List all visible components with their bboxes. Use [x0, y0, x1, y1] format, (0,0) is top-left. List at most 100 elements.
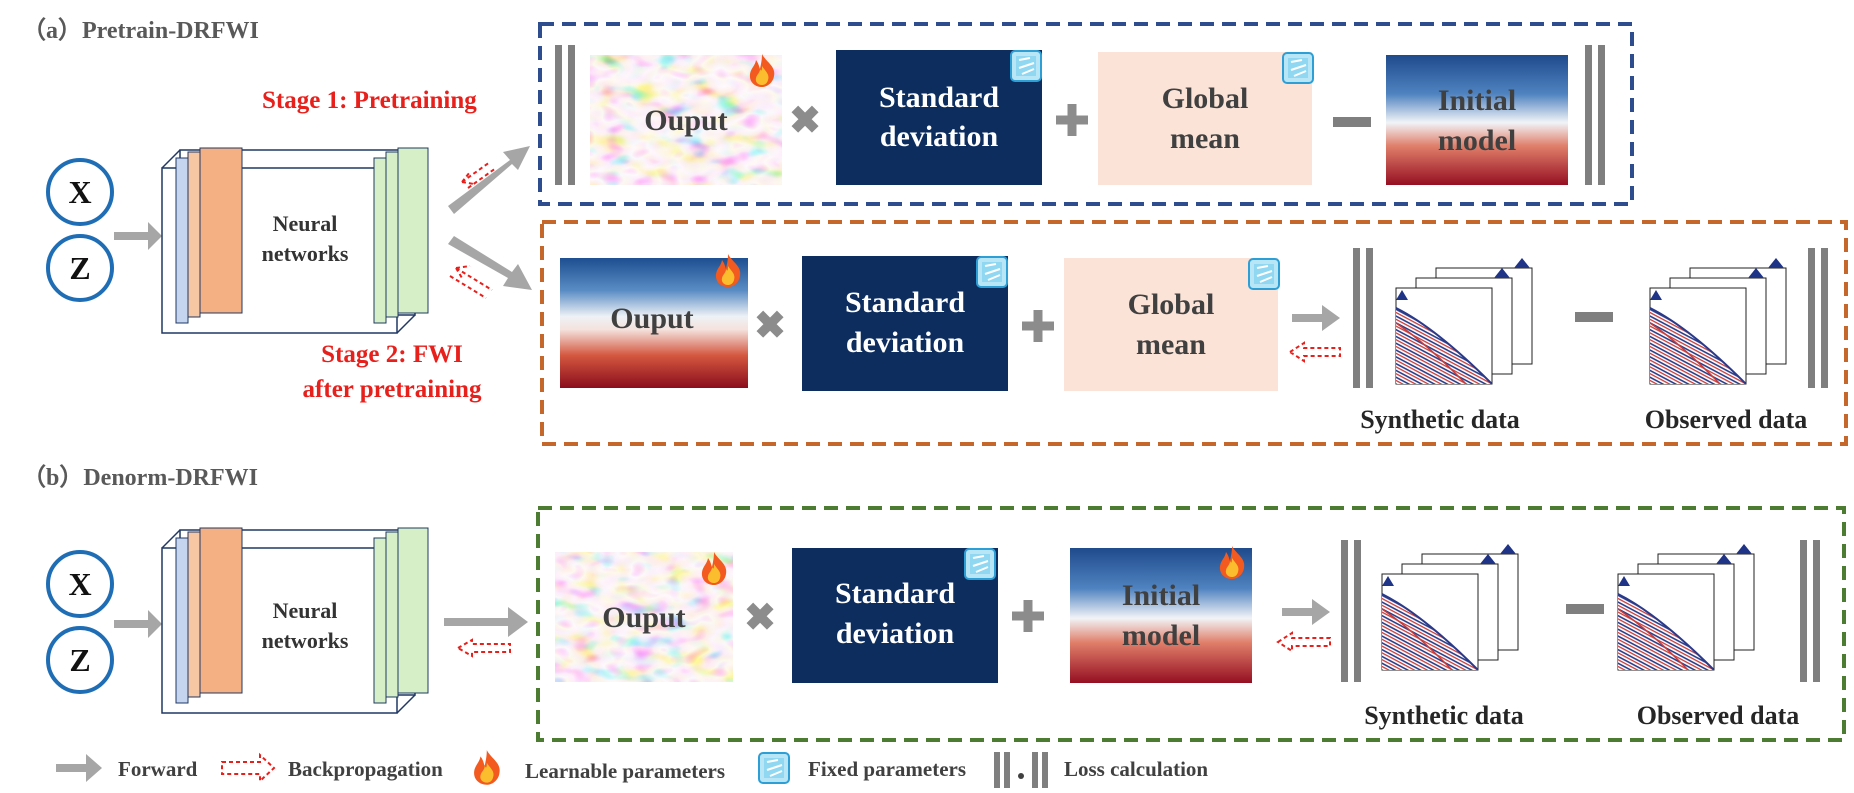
input-z: Z: [46, 234, 114, 302]
stage2-box: [540, 220, 1848, 446]
std-label-1: Standard: [879, 81, 999, 114]
minus-icon: [1575, 312, 1613, 322]
network-label-2: networks: [262, 241, 349, 266]
neural-network-a: Neural networks: [161, 147, 429, 334]
input-x: X: [46, 550, 114, 618]
minus-icon: [1333, 117, 1371, 127]
synthetic-label: Synthetic data: [1364, 701, 1524, 730]
input-z-label: Z: [69, 642, 90, 678]
std-label-2: deviation: [880, 120, 999, 153]
std-label-2: deviation: [846, 326, 965, 359]
legend-loss-dot: [1018, 773, 1024, 779]
stage2-label-1: Stage 2: FWI: [321, 341, 463, 368]
mean-label-1: Global: [1162, 82, 1249, 115]
legend-fixed-label: Fixed parameters: [808, 757, 966, 781]
legend-learnable-label: Learnable parameters: [525, 759, 725, 783]
loss-bar: [1354, 540, 1361, 682]
backprop-arrow-down: [449, 265, 493, 299]
std-block: [802, 256, 1008, 391]
legend-forward-label: Forward: [118, 757, 198, 781]
initial-label-2: model: [1122, 619, 1200, 652]
legend-backprop-label: Backpropagation: [288, 757, 443, 781]
observed-label: Observed data: [1645, 405, 1808, 434]
legend: Forward Backpropagation Learnable parame…: [56, 750, 1208, 788]
plus-icon: [1022, 310, 1054, 342]
observed-label: Observed data: [1637, 701, 1800, 730]
legend-fire-icon: [474, 750, 500, 785]
legend-loss-bar: [1032, 752, 1038, 788]
section-b-title: （b）Denorm-DRFWI: [22, 464, 258, 491]
section-a-title: （a）Pretrain-DRFWI: [22, 17, 259, 44]
ice-icon: [1010, 50, 1042, 82]
std-block: [792, 548, 998, 683]
std-block: [836, 50, 1042, 185]
plus-icon: [1012, 600, 1044, 632]
minus-icon: [1566, 604, 1604, 614]
legend-backprop-icon: [221, 752, 276, 784]
legend-loss-bar: [1042, 752, 1048, 788]
loss-bar: [1808, 248, 1815, 388]
multiply-icon: ✖: [789, 100, 821, 142]
std-label-1: Standard: [835, 577, 955, 610]
output-label: Ouput: [610, 302, 693, 335]
input-z: Z: [46, 626, 114, 694]
forward-arrow-down: [448, 236, 532, 290]
network-label-1: Neural: [273, 598, 338, 623]
network-label-2: networks: [262, 628, 349, 653]
loss-bar: [568, 45, 575, 185]
loss-bar: [1821, 248, 1828, 388]
input-x-label: X: [68, 566, 91, 602]
loss-bar: [1585, 45, 1592, 185]
ice-icon: [1282, 52, 1314, 84]
loss-bar: [1341, 540, 1348, 682]
plus-icon: [1056, 104, 1088, 136]
mean-label-2: mean: [1170, 122, 1240, 155]
forward-arrow: [444, 607, 528, 637]
input-x-label: X: [68, 174, 91, 210]
backprop-arrow: [1276, 631, 1331, 653]
std-label-1: Standard: [845, 286, 965, 319]
neural-network-b: Neural networks: [161, 527, 429, 714]
loss-bar: [1353, 248, 1360, 388]
stage2-label-2: after pretraining: [303, 376, 482, 403]
legend-forward-icon: [56, 754, 102, 782]
forward-arrow-up: [448, 146, 530, 214]
loss-bar: [1800, 540, 1807, 682]
initial-label-1: Initial: [1122, 579, 1200, 612]
input-z-label: Z: [69, 250, 90, 286]
loss-bar: [1366, 248, 1373, 388]
backprop-arrow-up: [461, 161, 497, 189]
initial-label-2: model: [1438, 124, 1516, 157]
observed-data-stack: [1650, 258, 1786, 384]
loss-bar: [555, 45, 562, 185]
stage1-box: [538, 22, 1634, 206]
ice-icon: [1248, 258, 1280, 290]
forward-arrow: [1282, 599, 1330, 625]
mean-label-1: Global: [1128, 288, 1215, 321]
std-label-2: deviation: [836, 617, 955, 650]
output-label: Ouput: [644, 104, 727, 137]
initial-label-1: Initial: [1438, 84, 1516, 117]
legend-ice-icon: [758, 752, 790, 784]
synthetic-data-stack: [1382, 544, 1518, 670]
forward-arrow: [1292, 305, 1340, 331]
legend-loss-label: Loss calculation: [1064, 757, 1208, 781]
loss-bar: [1813, 540, 1820, 682]
multiply-icon: ✖: [754, 305, 786, 347]
legend-loss-bar: [1004, 752, 1010, 788]
mean-label-2: mean: [1136, 328, 1206, 361]
initial-model-image: [1386, 55, 1568, 185]
backprop-arrow: [455, 638, 511, 658]
observed-data-stack: [1618, 544, 1754, 670]
multiply-icon: ✖: [744, 597, 776, 639]
stage1-label: Stage 1: Pretraining: [262, 87, 477, 114]
synthetic-data-stack: [1396, 258, 1532, 384]
ice-icon: [976, 256, 1008, 288]
input-x: X: [46, 158, 114, 226]
forward-arrow: [114, 222, 162, 250]
legend-loss-bar: [994, 752, 1000, 788]
synthetic-label: Synthetic data: [1360, 405, 1520, 434]
denorm-box: [536, 506, 1846, 742]
mean-block: [1064, 258, 1278, 391]
